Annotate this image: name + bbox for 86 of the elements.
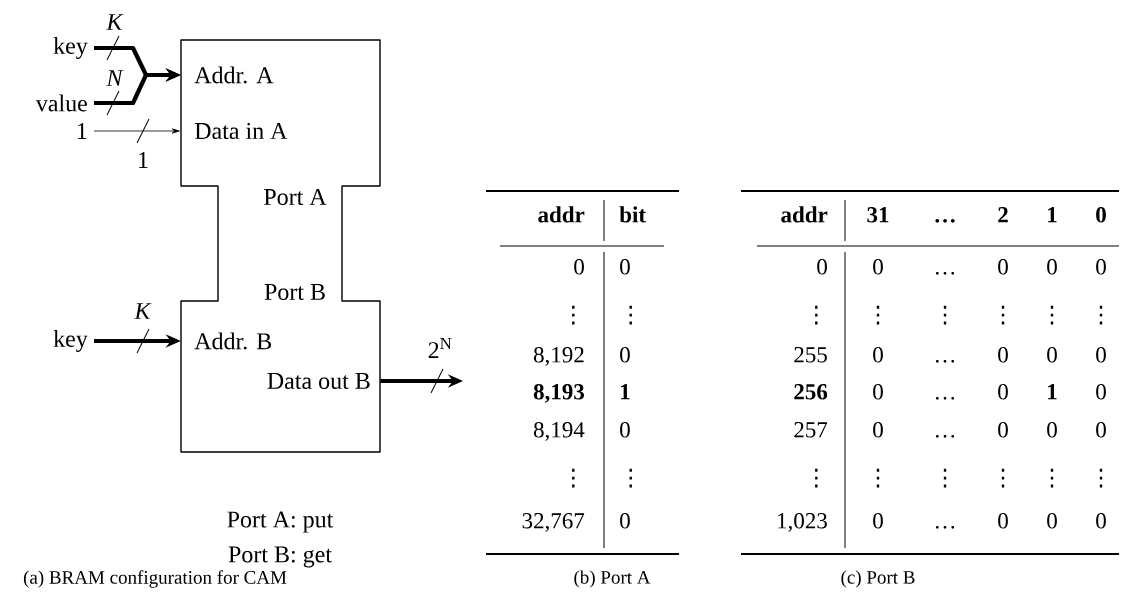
table-cell: ⋮ <box>876 468 880 488</box>
table-cell: … <box>935 525 955 529</box>
table-cell: 0 <box>873 384 883 400</box>
table-cell: 0 <box>1096 422 1106 438</box>
table-cell: 0 <box>620 259 630 275</box>
arrow <box>93 128 180 134</box>
table-cell: 0 <box>1096 347 1106 363</box>
table-cell: ⋮ <box>1099 468 1103 488</box>
table-cell: bit <box>619 206 646 223</box>
block-label: Addr. A <box>194 66 274 84</box>
table-cell: ⋮ <box>1001 305 1005 325</box>
table-cell: 256 <box>794 384 828 400</box>
edge-label: 1 <box>139 152 148 168</box>
table-cell: 0 <box>873 513 883 529</box>
edge-label: K <box>106 14 124 30</box>
table-cell: 0 <box>1096 384 1106 400</box>
table-cell: ⋮ <box>815 305 818 325</box>
block-label: Port B <box>264 284 325 300</box>
table-cell: 1 <box>621 384 630 400</box>
table-cell: 1 <box>1048 207 1057 223</box>
table-cell: ⋮ <box>1001 468 1005 488</box>
table-cell: 0 <box>620 347 630 363</box>
table-cell: 8,192 <box>533 347 584 366</box>
table-cell: 0 <box>998 384 1008 400</box>
table-cell: 0 <box>1096 259 1106 275</box>
caption: (a) BRAM configuration for CAM <box>23 570 287 588</box>
table-cell: ⋮ <box>943 305 947 325</box>
table-cell: 0 <box>1047 422 1057 438</box>
signal-label: 1 <box>77 123 87 139</box>
table-cell: 0 <box>1096 207 1106 223</box>
table-cell: 257 <box>794 422 828 438</box>
edge-label: 2$^{N}$ <box>428 338 452 358</box>
table-cell: 0 <box>998 422 1008 438</box>
table-cell: … <box>935 396 955 400</box>
table-cell: ⋮ <box>572 305 575 325</box>
table-cell: 1,023 <box>778 513 827 532</box>
table-cell: ⋮ <box>629 468 632 488</box>
table-cell: ⋮ <box>815 468 818 488</box>
signal-label: value <box>35 94 87 112</box>
signal-label: key <box>53 330 88 352</box>
table-cell: ⋮ <box>1099 305 1103 325</box>
table-cell: ⋮ <box>876 305 880 325</box>
table-cell: 32,767 <box>522 513 585 532</box>
block-label: Data in A <box>194 122 288 140</box>
table-cell: 0 <box>817 259 827 275</box>
caption: (b) Port A <box>574 570 651 588</box>
table-cell: … <box>935 271 955 275</box>
table-cell: addr <box>538 206 585 223</box>
table-cell: 0 <box>1047 513 1057 529</box>
table-cell: 0 <box>873 422 883 438</box>
note-text: Port A: put <box>227 511 334 533</box>
table-cell: … <box>935 359 955 363</box>
table-cell: 0 <box>873 259 883 275</box>
memory-block <box>180 39 381 453</box>
table-cell: 8,194 <box>533 422 585 441</box>
table-cell: 0 <box>1047 259 1057 275</box>
table-cell: 0 <box>998 347 1008 363</box>
table-cell: 0 <box>1047 347 1057 363</box>
block-label: Data out B <box>267 373 370 389</box>
table-cell: ⋮ <box>943 468 947 488</box>
table-cell: … <box>935 434 955 438</box>
block-label: Addr. B <box>194 332 272 350</box>
edge-label: N <box>106 70 124 86</box>
table-cell: ⋮ <box>1050 305 1054 325</box>
table-cell: … <box>935 218 955 223</box>
table-cell: 255 <box>794 347 827 363</box>
table-cell: 1 <box>1048 384 1057 400</box>
table-cell: 0 <box>574 259 584 275</box>
table-cell: ⋮ <box>1050 468 1054 488</box>
caption: (c) Port B <box>841 570 915 588</box>
block-label: Port A <box>264 188 327 206</box>
note-text: Port B: get <box>228 546 332 568</box>
table-cell: 0 <box>998 513 1008 529</box>
table-cell: 0 <box>620 513 630 529</box>
table-cell: ⋮ <box>629 305 632 325</box>
signal-label: key <box>53 37 88 59</box>
table-cell: 0 <box>620 422 630 438</box>
table-cell: 2 <box>998 207 1008 223</box>
table-cell: 31 <box>867 207 889 223</box>
table-cell: ⋮ <box>572 468 575 488</box>
edge-label: K <box>134 303 152 319</box>
table-cell: 0 <box>998 259 1008 275</box>
table-cell: 8,193 <box>533 384 584 403</box>
table-cell: 0 <box>873 347 883 363</box>
table-cell: addr <box>781 206 828 223</box>
table-cell: 0 <box>1096 513 1106 529</box>
